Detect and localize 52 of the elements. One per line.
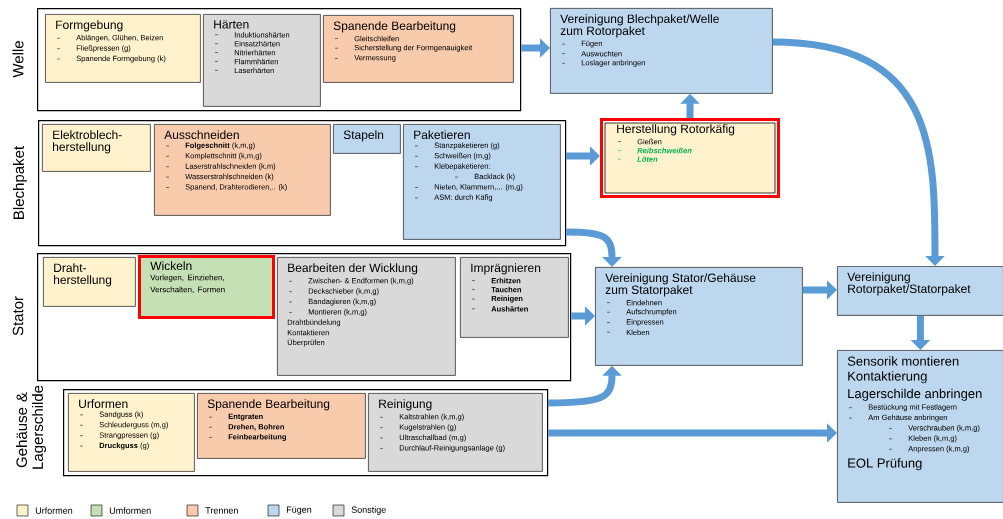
process-box (154, 124, 331, 216)
legend-item: Umformen (90, 504, 151, 517)
box-heading: Stapeln (343, 130, 384, 142)
process-box (203, 14, 321, 107)
process-box (138, 255, 275, 319)
box-heading: Formgebung (56, 20, 123, 32)
box-heading: Härten (214, 20, 249, 29)
process-box (368, 393, 543, 472)
process-box (837, 266, 1003, 316)
box-heading: Herstellung Rotorkäfig (617, 124, 735, 136)
box-heading: Spanende Bearbeitung (333, 21, 456, 33)
box-heading: Elektroblech-herstellung (53, 130, 122, 154)
box-heading: Spanende Bearbeitung (207, 399, 330, 411)
process-box (460, 257, 569, 338)
lane-label: Stator (12, 296, 24, 336)
process-box (333, 124, 401, 154)
box-heading: Urformen (79, 399, 128, 408)
box-heading: Wickeln (150, 261, 192, 270)
process-box (403, 124, 561, 240)
box-heading: Vereinigung Blechpaket/Welle zum Rotorpaket (560, 14, 719, 38)
lane-label: Welle (12, 41, 24, 78)
process-box (837, 350, 1003, 503)
box-heading: EOL Prüfung (848, 458, 922, 471)
legend-item: Sonstige (332, 504, 386, 517)
box-heading: Sensorik montieren (847, 356, 959, 366)
process-box (42, 124, 151, 172)
legend-item: Trennen (186, 504, 238, 517)
box-heading: Paketieren (414, 130, 470, 139)
lane-label: Gehäuse & Lagerschilde (16, 385, 46, 469)
process-box (595, 267, 803, 366)
process-box (68, 393, 195, 472)
process-box (323, 15, 514, 83)
box-heading: Reinigung (379, 399, 432, 411)
process-box (43, 257, 136, 307)
process-box (45, 14, 201, 83)
box-heading: Vereinigung Rotorpaket/Statorpaket (847, 272, 971, 296)
box-heading: Lagerschilde anbringen (848, 388, 982, 401)
legend-item: Urformen (16, 504, 73, 517)
lane-label: Blechpaket (13, 146, 27, 219)
box-heading: Draht-herstellung (54, 263, 112, 287)
box-text: Vorlegen, Einziehen, Verschalten, Formen (150, 274, 225, 294)
box-heading: Ausschneiden (164, 130, 239, 139)
box-heading: Kontaktierung (848, 371, 927, 384)
arrow (772, 38, 945, 266)
process-box (550, 8, 773, 94)
box-heading: Bearbeiten der Wicklung (288, 263, 418, 275)
process-box (600, 118, 780, 198)
process-box (277, 257, 456, 376)
process-box (197, 393, 366, 459)
box-heading: Vereinigung Stator/Gehäuse zum Statorpaket (605, 273, 756, 297)
legend-item: Fügen (267, 504, 312, 517)
box-heading: Imprägnieren (471, 263, 541, 275)
